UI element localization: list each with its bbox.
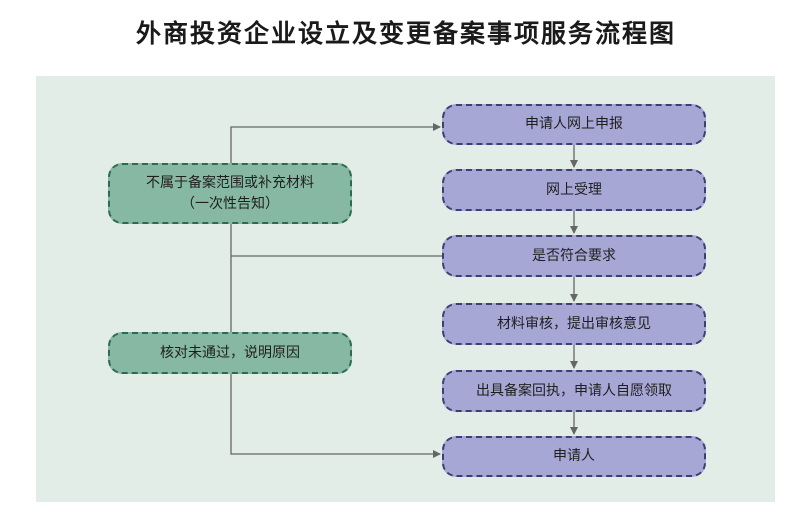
node-not-in-scope: 不属于备案范围或补充材料 （一次性告知） — [108, 163, 352, 224]
step-label: 申请人 — [553, 448, 595, 464]
rejected-label: 核对未通过，说明原因 — [160, 344, 300, 361]
one-time-notice-label: （一次性告知） — [181, 195, 279, 212]
step-label: 是否符合要求 — [532, 247, 616, 264]
page-title: 外商投资企业设立及变更备案事项服务流程图 — [135, 19, 676, 48]
line-rejected-to-applicant — [230, 374, 441, 458]
step-material-review: 材料审核，提出审核意见 — [442, 303, 706, 345]
step-label: 出具备案回执，申请人自愿领取 — [476, 382, 672, 399]
step-issue-receipt: 出具备案回执，申请人自愿领取 — [442, 370, 706, 412]
step-applicant: 申请人 — [442, 436, 706, 477]
line-supplement-to-apply — [230, 123, 441, 163]
step-label: 材料审核，提出审核意见 — [497, 315, 651, 332]
flowchart-panel — [36, 76, 775, 502]
not-in-scope-label: 不属于备案范围或补充材料 — [146, 174, 314, 191]
node-rejected: 核对未通过，说明原因 — [108, 332, 352, 374]
step-requirement-check: 是否符合要求 — [442, 235, 706, 277]
step-label: 网上受理 — [546, 181, 602, 198]
step-label: 申请人网上申报 — [525, 116, 623, 132]
step-online-acceptance: 网上受理 — [442, 169, 706, 211]
step-online-application: 申请人网上申报 — [442, 104, 706, 145]
